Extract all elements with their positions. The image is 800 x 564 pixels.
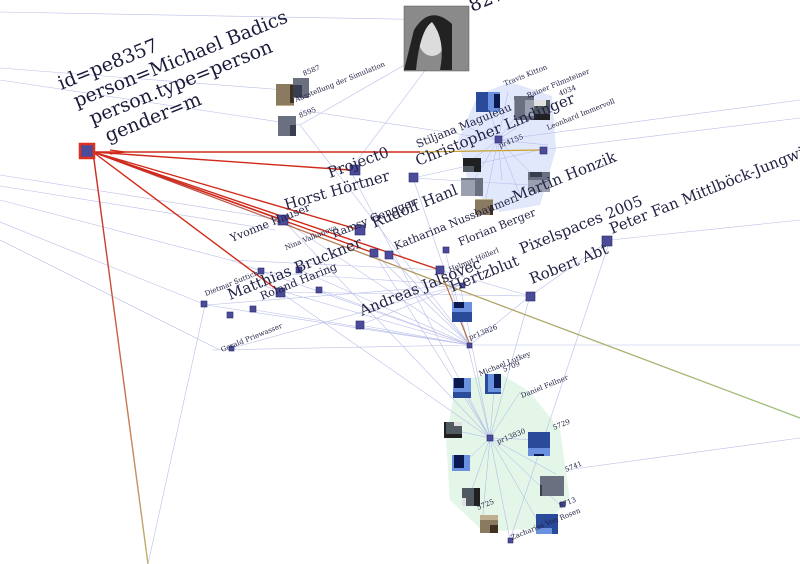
label-daniel: Daniel Fellner — [520, 373, 570, 399]
label-5729: 5729 — [552, 418, 572, 432]
label-8595: 8595 — [298, 106, 318, 120]
label-8587: 8587 — [302, 64, 322, 78]
selected-node-info: id=pe8357 person=Michael Badics person.t… — [55, 6, 291, 147]
graph-nodes[interactable] — [200, 135, 613, 544]
label-pr13826: pr13826 — [468, 323, 499, 342]
label-travis: Travis Kitton — [503, 63, 549, 88]
selected-node[interactable] — [78, 142, 96, 160]
selected-edges — [92, 149, 800, 564]
label-peter: Peter Fan Mittlböck-Jungwirth — [607, 134, 800, 237]
label-5741: 5741 — [564, 460, 584, 474]
portrait-photo[interactable] — [403, 5, 470, 72]
label-photo-id: 8275 — [466, 0, 519, 17]
photo-thumbnails — [276, 78, 564, 534]
